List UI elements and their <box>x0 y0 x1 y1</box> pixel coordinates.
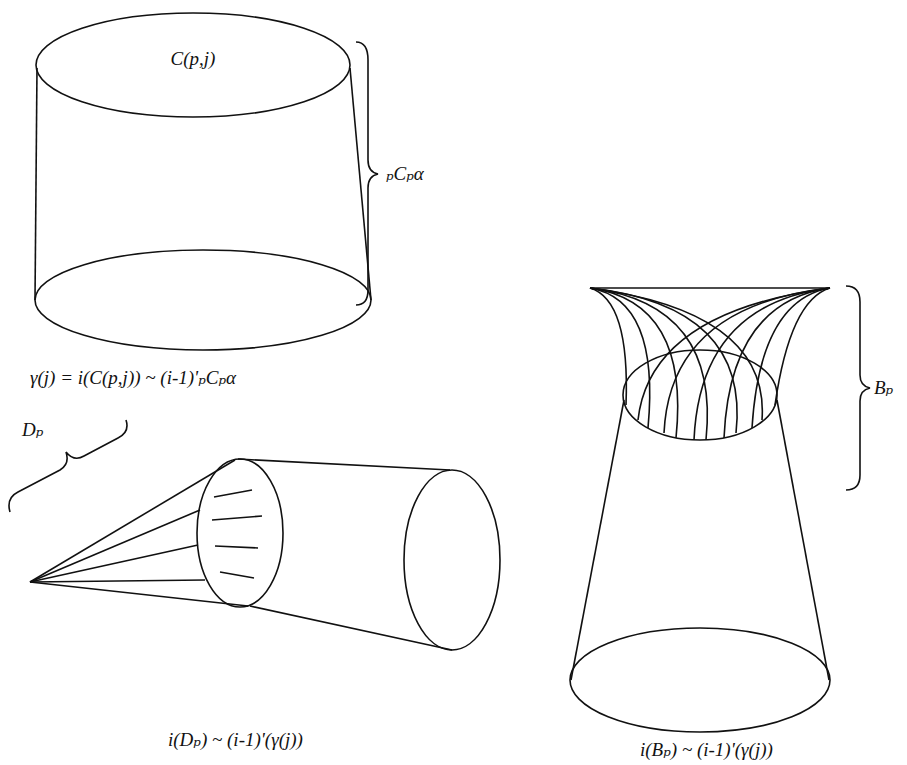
math-label: ₚCₚα <box>386 162 424 185</box>
math-label: γ(j) = i(C(p,j)) ~ (i-1)'ₚCₚα <box>30 366 236 389</box>
bracket <box>846 286 870 490</box>
node-text: C(p,j) <box>28 48 358 70</box>
cone-figure <box>30 459 500 650</box>
math-label: Dₚ <box>22 418 43 441</box>
math-label: Bₚ <box>874 376 893 399</box>
math-label: i(Bₚ) ~ (i-1)'(γ(j)) <box>640 738 773 761</box>
math-label: i(Dₚ) ~ (i-1)'(γ(j)) <box>168 728 303 751</box>
horn-figure <box>570 288 830 732</box>
cylinder-shape: C(p,j) <box>28 8 380 358</box>
